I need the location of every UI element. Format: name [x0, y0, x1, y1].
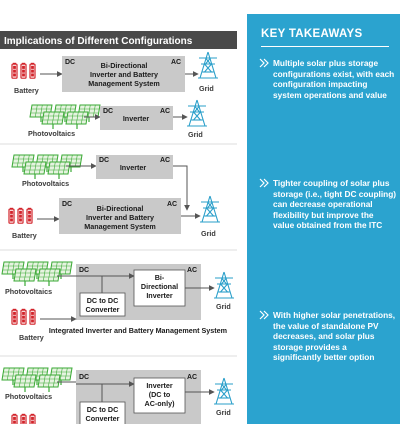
- box-line: Bi-: [155, 273, 165, 282]
- config-1: Battery DC AC Bi-Directional Inverter an…: [12, 51, 219, 95]
- header-title: Implications of Different Configurations: [4, 36, 193, 47]
- grid-tower-icon: [186, 99, 208, 127]
- battery-label: Battery: [14, 86, 39, 95]
- config-5: Photovoltaics DC AC Inverter (DC to AC-o…: [2, 368, 235, 424]
- battery-label: Battery: [12, 231, 37, 240]
- grid-label: Grid: [216, 302, 231, 311]
- takeaway-text: Tighter coupling of solar plus storage (…: [273, 178, 397, 231]
- box-line: DC to DC: [87, 405, 119, 414]
- box-line: (DC to: [149, 390, 171, 399]
- dc-port-label: DC: [103, 108, 113, 115]
- key-takeaways-divider: [261, 46, 389, 48]
- inverter-box: [100, 106, 173, 130]
- pv-icon: [12, 155, 82, 179]
- takeaway-text: Multiple solar plus storage configuratio…: [273, 58, 395, 100]
- battery-icon: [12, 414, 35, 424]
- bidirectional-inverter-battery-box: [62, 56, 185, 92]
- takeaway-item: With higher solar penetrations, the valu…: [259, 310, 397, 363]
- battery-label: Battery: [19, 333, 44, 342]
- config-2: Photovoltaics DC AC Inverter Grid: [28, 99, 208, 139]
- integrated-system-label: Integrated Inverter and Battery Manageme…: [49, 326, 227, 335]
- grid-tower-icon: [213, 271, 235, 299]
- battery-icon: [9, 208, 32, 223]
- inverter-box: [96, 155, 173, 179]
- box-line: DC to DC: [87, 296, 119, 305]
- box-line: Inverter: [123, 114, 150, 123]
- grid-tower-icon: [213, 377, 235, 405]
- key-takeaways-panel: KEY TAKEAWAYS Multiple solar plus storag…: [247, 14, 400, 424]
- key-takeaways-title: KEY TAKEAWAYS: [261, 28, 363, 40]
- pv-label: Photovoltaics: [5, 287, 52, 296]
- box-line: Inverter: [146, 381, 173, 390]
- pv-icon: [2, 368, 72, 392]
- double-chevron-icon: [259, 58, 269, 68]
- dc-port-label: DC: [79, 267, 89, 274]
- battery-icon: [12, 309, 35, 324]
- box-line: Management System: [88, 79, 160, 88]
- pv-label: Photovoltaics: [28, 129, 75, 138]
- ac-port-label: AC: [187, 267, 197, 274]
- grid-label: Grid: [201, 229, 216, 238]
- grid-label: Grid: [216, 408, 231, 417]
- box-line: Bi-Directional: [97, 204, 144, 213]
- takeaway-text: With higher solar penetrations, the valu…: [273, 310, 396, 363]
- grid-label: Grid: [199, 84, 214, 93]
- ac-port-label: AC: [187, 374, 197, 381]
- dc-port-label: DC: [79, 374, 89, 381]
- dc-port-label: DC: [99, 157, 109, 164]
- dc-port-label: DC: [65, 59, 75, 66]
- pv-label: Photovoltaics: [22, 179, 69, 188]
- ac-port-label: AC: [160, 157, 170, 164]
- grid-tower-icon: [199, 195, 221, 223]
- config-4: Photovoltaics DC AC Bi- Directional Inve…: [2, 262, 235, 342]
- takeaway-item: Multiple solar plus storage configuratio…: [259, 58, 397, 100]
- takeaway-item: Tighter coupling of solar plus storage (…: [259, 178, 397, 231]
- double-chevron-icon: [259, 178, 269, 188]
- box-line: Inverter: [120, 163, 147, 172]
- box-line: Inverter and Battery: [90, 70, 158, 79]
- bidirectional-inverter-battery-box: [59, 198, 181, 234]
- ac-port-label: AC: [171, 59, 181, 66]
- grid-label: Grid: [188, 130, 203, 139]
- battery-icon: [12, 63, 35, 78]
- bidirectional-inverter-box: [133, 269, 186, 307]
- box-line: Management System: [84, 222, 156, 231]
- header-bar: [0, 31, 237, 49]
- pv-icon: [2, 262, 72, 286]
- pv-label: Photovoltaics: [5, 392, 52, 401]
- config-3: Photovoltaics DC AC Inverter Battery DC …: [9, 155, 221, 240]
- box-line: Bi-Directional: [101, 61, 148, 70]
- box-line: Directional: [141, 282, 178, 291]
- ac-port-label: AC: [160, 108, 170, 115]
- grid-tower-icon: [197, 51, 219, 79]
- ac-port-label: AC: [167, 201, 177, 208]
- double-chevron-icon: [259, 310, 269, 320]
- box-line: Converter: [86, 414, 120, 423]
- box-line: Inverter: [146, 291, 173, 300]
- box-line: AC-only): [145, 399, 176, 408]
- dc-port-label: DC: [62, 201, 72, 208]
- box-line: Inverter and Battery: [86, 213, 154, 222]
- box-line: Converter: [86, 305, 120, 314]
- inverter-dc-ac-only-box: [133, 377, 186, 414]
